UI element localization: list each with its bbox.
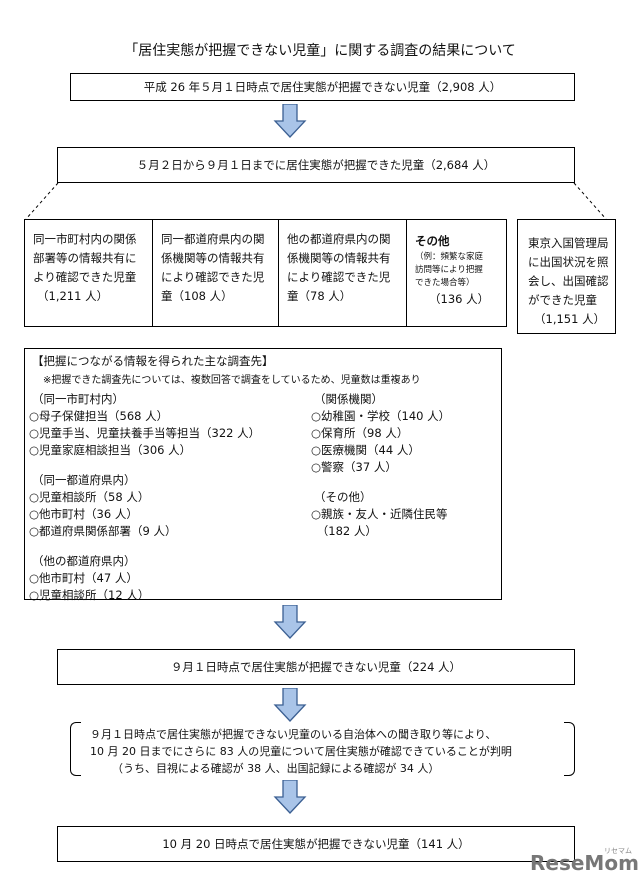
list-item: ○児童家庭相談担当（306 人） xyxy=(29,443,192,457)
down-arrow-icon xyxy=(273,780,307,814)
survey-sources-box: 【把握につながる情報を得られた主な調査先】 ※把握できた調査先については、複数回… xyxy=(24,348,502,602)
confirmed-count-text: ５月２日から９月１日までに居住実態が把握できた児童（2,684 人） xyxy=(136,158,496,172)
list-item: ○親族・友人・近隣住民等 xyxy=(311,507,448,521)
remaining-sept-box: ９月１日時点で居住実態が把握できない児童（224 人） xyxy=(57,649,575,685)
remaining-sept-text: ９月１日時点で居住実態が把握できない児童（224 人） xyxy=(170,660,462,674)
initial-count-text: 平成 26 年５月１日時点で居住実態が把握できない児童（2,908 人） xyxy=(143,80,502,94)
initial-count-box: 平成 26 年５月１日時点で居住実態が把握できない児童（2,908 人） xyxy=(70,73,575,101)
group-header-other-prefecture: （他の都道府県内） xyxy=(32,554,136,568)
list-item: ○他市町村（47 人） xyxy=(29,571,138,585)
list-item: ○幼稚園・学校（140 人） xyxy=(311,409,451,423)
dashed-connector-lines xyxy=(25,182,607,220)
list-item: ○児童手当、児童扶養手当等担当（322 人） xyxy=(29,426,261,440)
list-item: ○他市町村（36 人） xyxy=(29,507,138,521)
list-item: ○児童相談所（58 人） xyxy=(29,490,150,504)
resemom-logo: ReseMom xyxy=(530,851,639,875)
breakdown-cell-other: その他 （例：頻繁な家庭 訪問等により把握 できた場合等） （136 人） xyxy=(406,219,507,327)
follow-up-findings: ９月１日時点で居住実態が把握できない児童のいる自治体への聞き取り等により、 10… xyxy=(70,722,575,776)
survey-heading: 【把握につながる情報を得られた主な調査先】 xyxy=(32,354,274,368)
group-header-same-prefecture: （同一都道府県内） xyxy=(32,473,136,487)
breakdown-cell-same-municipality: 同一市町村内の関係 部署等の情報共有に より確認できた児童 （1,211 人） xyxy=(24,219,152,327)
group-header-others: （その他） xyxy=(314,490,372,504)
list-item: ○警察（37 人） xyxy=(311,460,397,474)
resemom-logo-sub: リセマム xyxy=(604,847,632,855)
list-item: ○都道府県関係部署（9 人） xyxy=(29,524,177,538)
group-header-same-municipality: （同一市町村内） xyxy=(32,392,124,406)
list-item: （182 人） xyxy=(311,524,377,538)
down-arrow-icon xyxy=(273,605,307,639)
breakdown-row: 同一市町村内の関係 部署等の情報共有に より確認できた児童 （1,211 人） … xyxy=(24,219,507,327)
breakdown-cell-other-prefecture: 他の都道府県内の関 係機関等の情報共有 により確認できた児 童（78 人） xyxy=(278,219,406,327)
list-item: ○児童相談所（12 人） xyxy=(29,588,150,602)
breakdown-cell-same-prefecture: 同一都道府県内の関 係機関等の情報共有 により確認できた児 童（108 人） xyxy=(152,219,278,327)
survey-note: ※把握できた調査先については、複数回答で調査をしているため、児童数は重複あり xyxy=(43,375,421,386)
confirmed-count-box: ５月２日から９月１日までに居住実態が把握できた児童（2,684 人） xyxy=(57,147,575,183)
remaining-oct-text: 10 月 20 日時点で居住実態が把握できない児童（141 人） xyxy=(162,837,470,851)
group-header-related-agencies: （関係機関） xyxy=(314,392,383,406)
right-bracket xyxy=(564,722,575,776)
list-item: ○保育所（98 人） xyxy=(311,426,409,440)
list-item: ○母子保健担当（568 人） xyxy=(29,409,169,423)
tokyo-immigration-box: 東京入国管理局 に出国状況を照 会し、出国確認 ができた児童 （1,151 人） xyxy=(517,219,616,334)
page-title: 「居住実態が把握できない児童」に関する調査の結果について xyxy=(124,43,516,59)
list-item: ○医療機関（44 人） xyxy=(311,443,420,457)
down-arrow-icon xyxy=(273,104,307,138)
remaining-oct-box: 10 月 20 日時点で居住実態が把握できない児童（141 人） xyxy=(57,826,575,862)
down-arrow-icon xyxy=(273,688,307,722)
left-bracket xyxy=(70,722,81,776)
